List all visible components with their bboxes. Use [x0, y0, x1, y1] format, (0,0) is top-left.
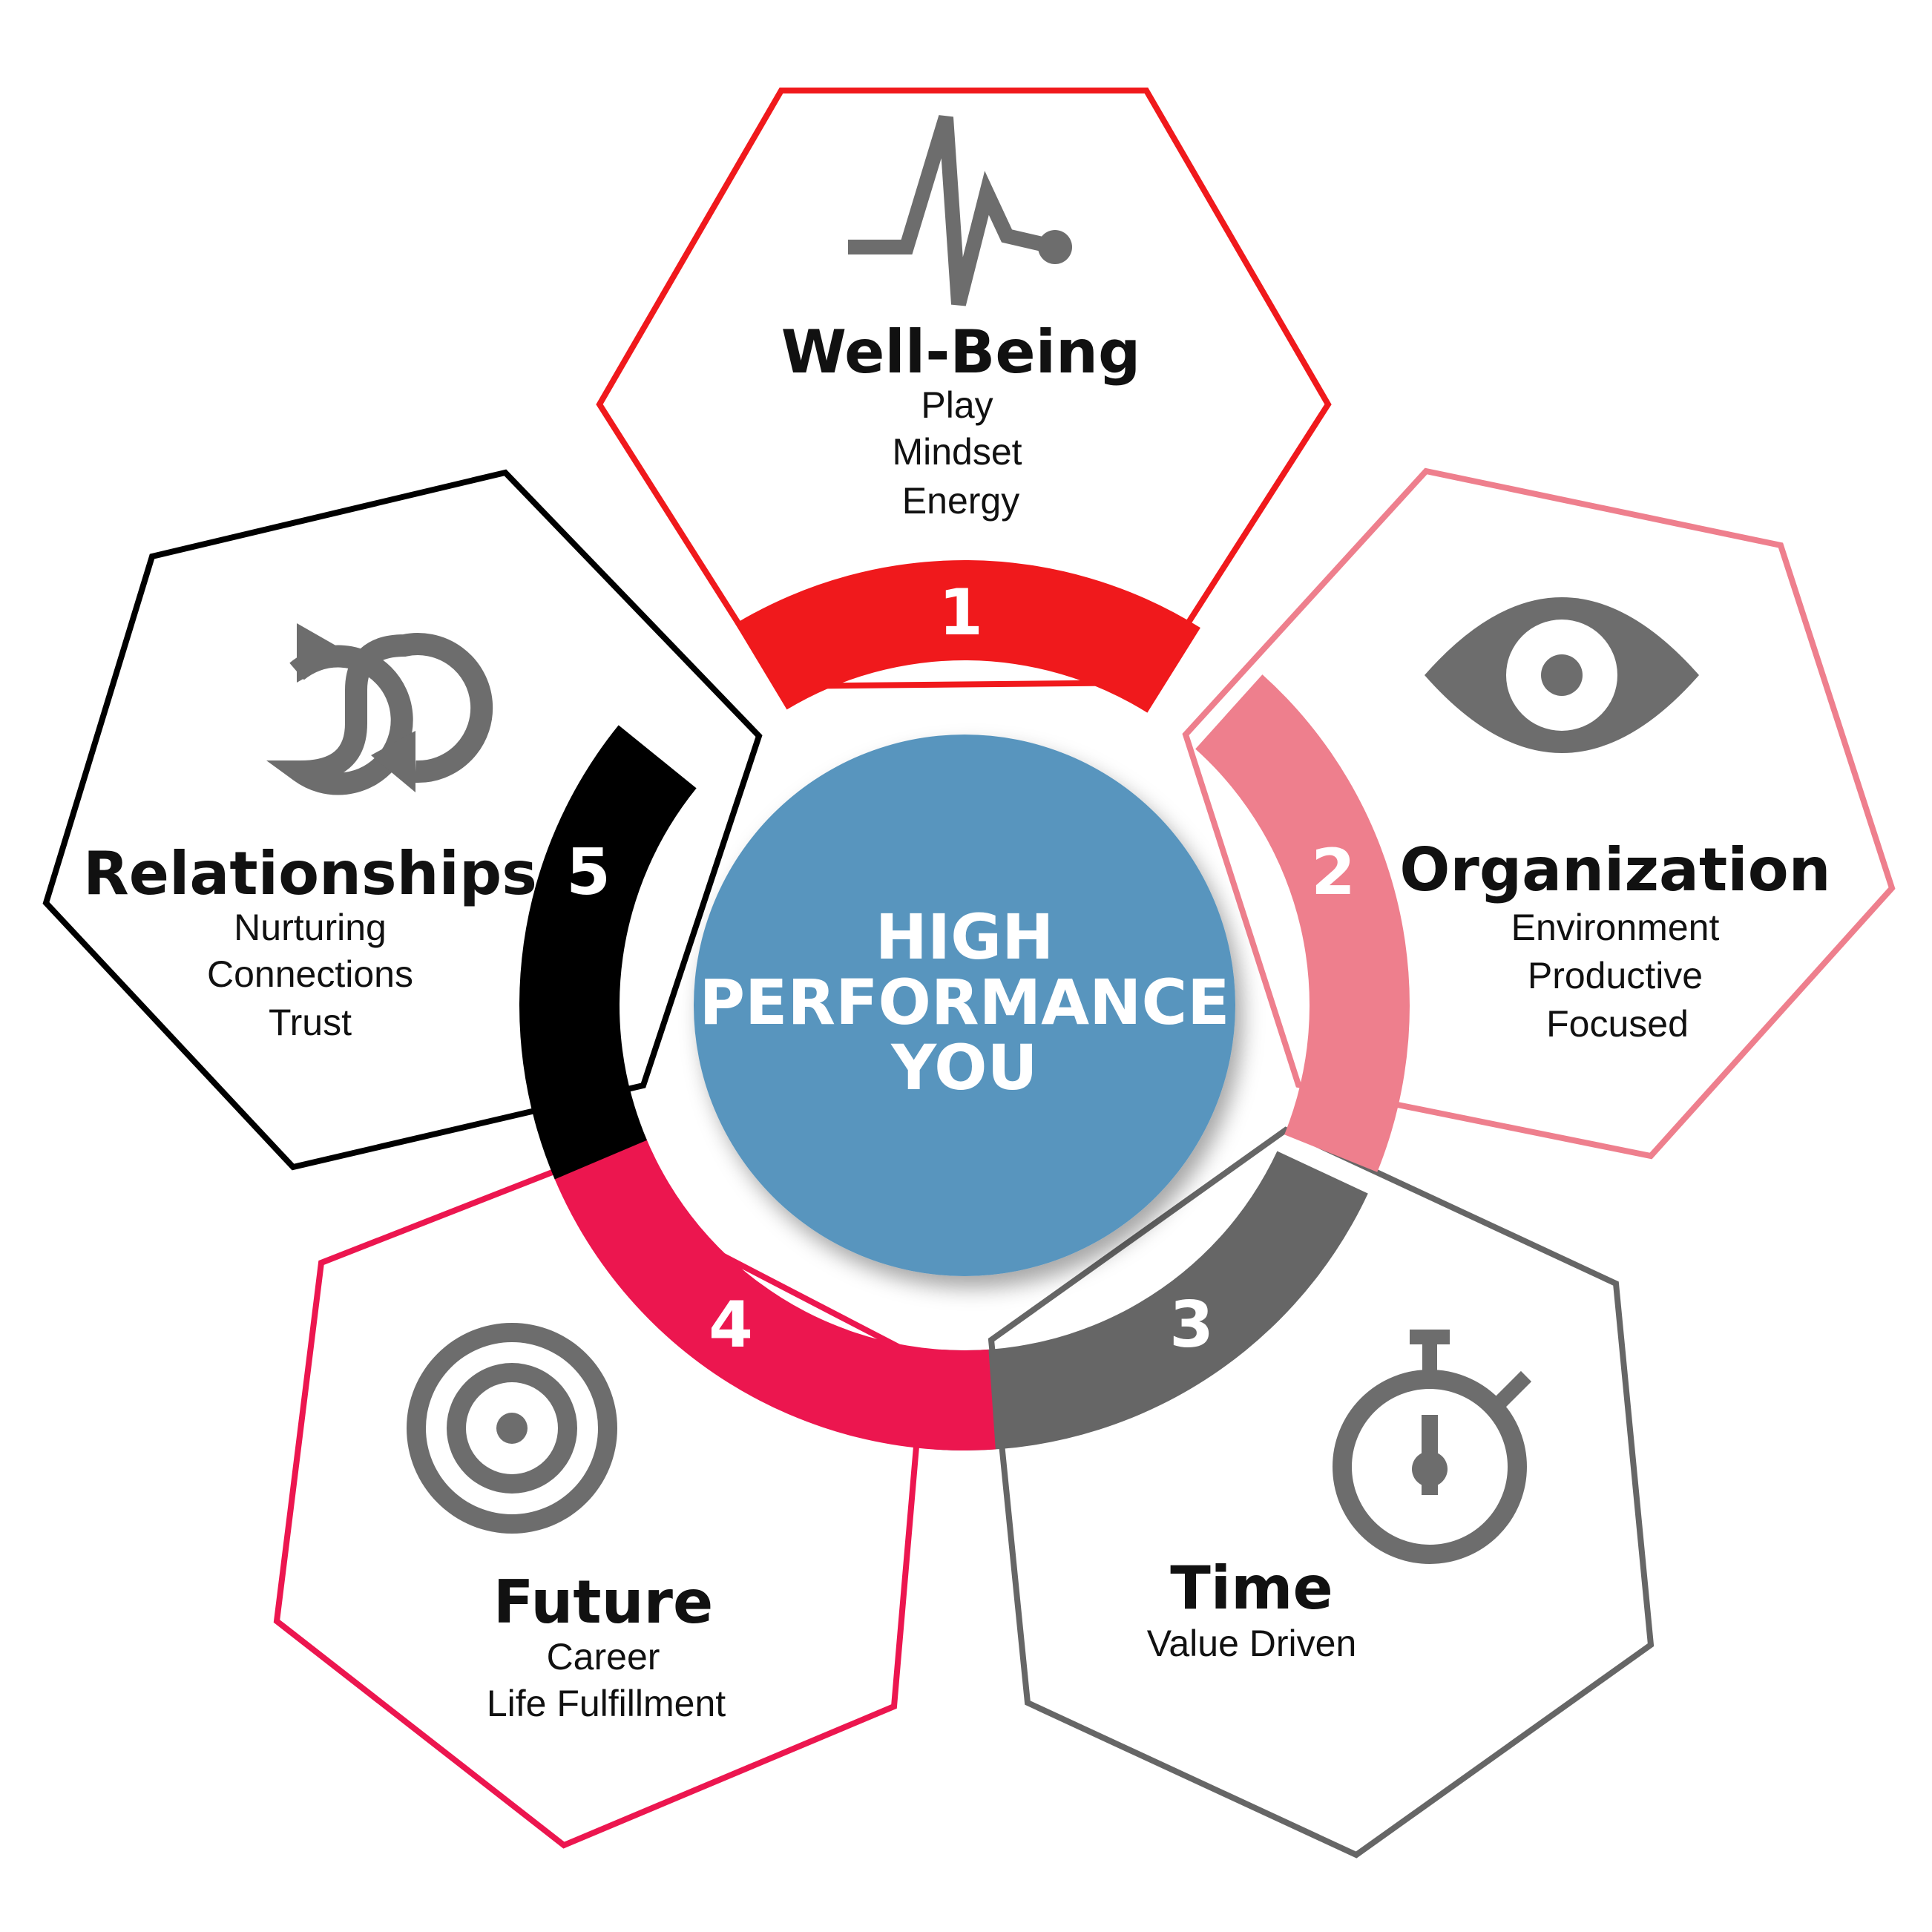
relationships-item-trust: Trust [269, 1002, 352, 1043]
center-title-line-2: PERFORMANCE [699, 966, 1229, 1039]
ring-segment-1 [735, 560, 1200, 713]
well-being-item-play: Play [921, 384, 993, 426]
segment-title-time: Time [1170, 1554, 1333, 1623]
segment-title-well-being: Well-Being [781, 318, 1141, 387]
segment-title-relationships: Relationships [83, 839, 537, 908]
eye-icon [1425, 597, 1699, 753]
organization-text: Organization Environment Productive Focu… [1399, 835, 1830, 1045]
segment-number-2: 2 [1311, 835, 1356, 910]
segment-number-1: 1 [939, 576, 983, 650]
time-text: Time Value Driven [1147, 1554, 1357, 1664]
center-title-line-3: YOU [890, 1031, 1037, 1104]
ring-segment-5 [519, 725, 697, 1180]
relationships-text: Relationships Nurturing Connections Trus… [83, 839, 537, 1043]
well-being-text: Well-Being Play Mindset Energy [781, 318, 1141, 522]
organization-item-focused: Focused [1546, 1003, 1689, 1045]
organization-item-productive: Productive [1528, 955, 1703, 996]
center-circle [694, 735, 1235, 1276]
relationships-item-nurturing: Nurturing [234, 907, 387, 948]
stopwatch-icon [1333, 1330, 1532, 1564]
hexagon-future [273, 1166, 927, 1849]
segment-number-3: 3 [1169, 1288, 1214, 1362]
heartbeat-icon [848, 115, 1072, 306]
center-title-line-1: HIGH [875, 901, 1054, 973]
segment-title-future: Future [493, 1568, 714, 1637]
center-hub: HIGH PERFORMANCE YOU [694, 735, 1235, 1276]
well-being-item-energy: Energy [902, 480, 1019, 522]
future-text: Future Career Life Fulfillment [487, 1568, 726, 1724]
future-item-life-fulfillment: Life Fulfillment [487, 1683, 726, 1724]
segment-number-4: 4 [709, 1288, 753, 1362]
future-item-career: Career [547, 1636, 660, 1678]
relationships-item-connections: Connections [207, 953, 413, 995]
loop-arrows-icon [266, 623, 493, 795]
ring-segment-2 [1195, 674, 1410, 1172]
time-item-value-driven: Value Driven [1147, 1623, 1357, 1664]
ring-segment-4 [551, 1134, 996, 1450]
hexagon-panels [42, 88, 1896, 1859]
ring-segments [519, 560, 1410, 1450]
organization-item-environment: Environment [1511, 907, 1720, 948]
segment-number-5: 5 [566, 835, 611, 910]
target-icon [407, 1323, 617, 1534]
well-being-item-mindset: Mindset [892, 431, 1022, 473]
ring-segment-3 [933, 1151, 1368, 1450]
segment-title-organization: Organization [1399, 835, 1830, 904]
segment-numbers: 1 2 3 4 5 [566, 576, 1356, 1362]
